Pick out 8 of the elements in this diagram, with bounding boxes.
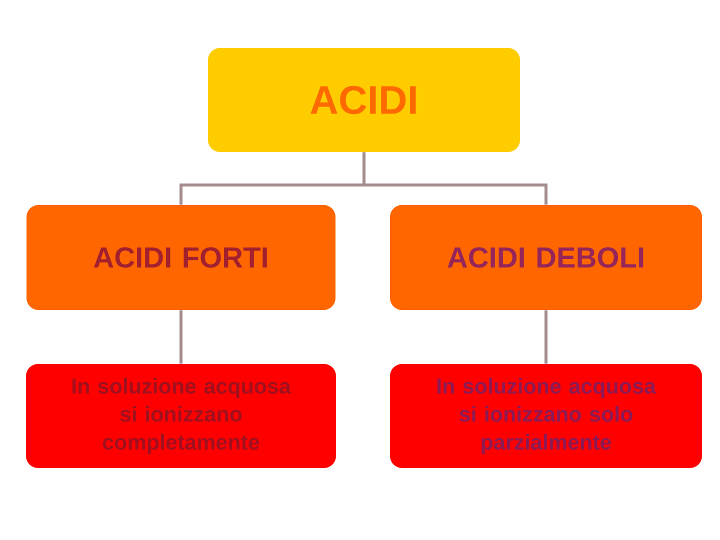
category-box: ACIDI DEBOLI [390, 205, 702, 310]
description-box: In soluzione acquosa si ionizzano completamente [26, 364, 336, 468]
connector-line [544, 310, 548, 364]
category-box: ACIDI FORTI [26, 205, 336, 310]
root-box: ACIDI [208, 48, 520, 152]
connector-line [180, 310, 182, 364]
description-box: In soluzione acquosa si ionizzano solo parzialmente [390, 364, 702, 468]
connector-line [362, 152, 548, 205]
